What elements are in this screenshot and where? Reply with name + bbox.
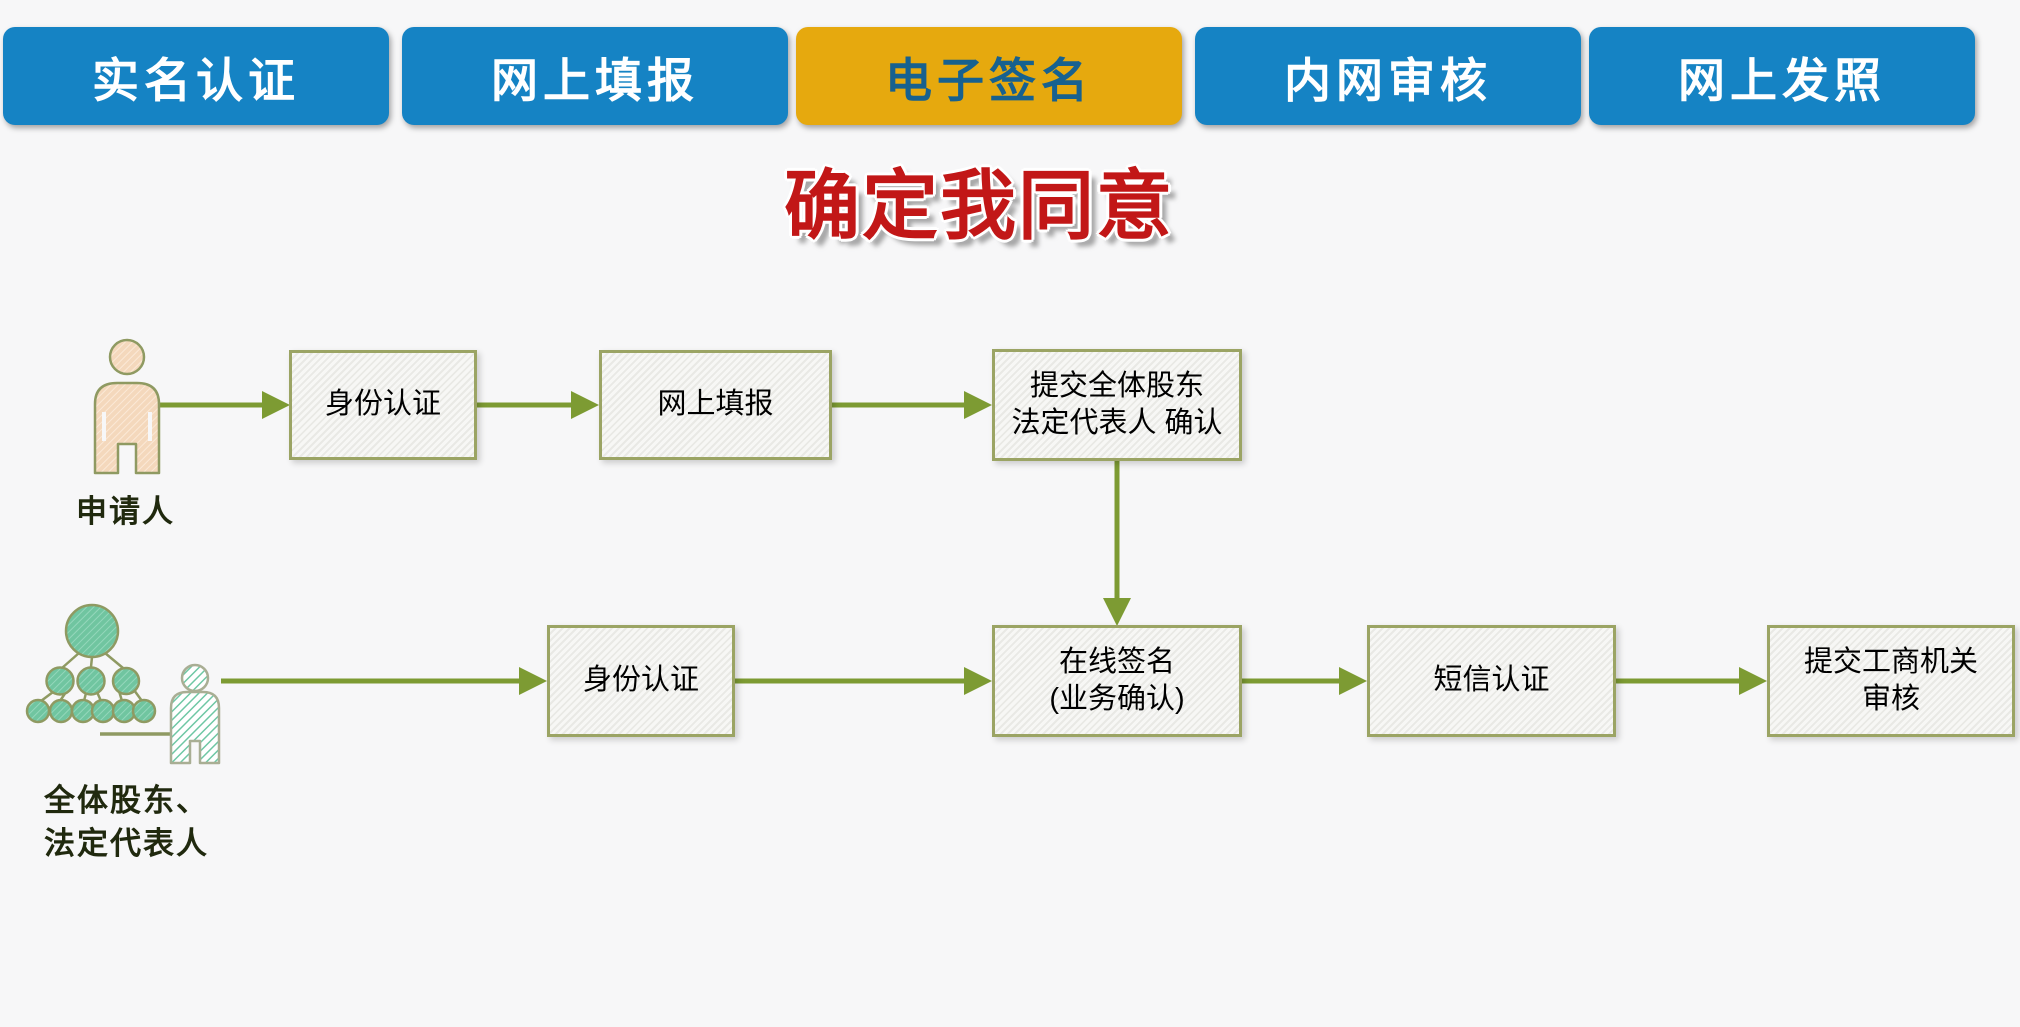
flow-step-online-filling: 网上填报	[599, 350, 832, 460]
flow-step-submit-confirmation: 提交全体股东 法定代表人 确认	[992, 349, 1242, 461]
shareholders-label: 全体股东、 法定代表人	[44, 783, 209, 861]
shareholders-org-tree-icon	[25, 603, 206, 736]
flow-step-identity-auth-applicant: 身份认证	[289, 350, 477, 460]
tab-e-signature[interactable]: 电子签名	[796, 27, 1182, 125]
arrow-identity-to-filling	[477, 391, 599, 419]
arrow-group-to-identity	[221, 667, 547, 695]
applicant-person-icon	[93, 338, 161, 475]
tab-license-issue[interactable]: 网上发照	[1589, 27, 1975, 125]
page-title: 确定我同意	[784, 164, 1174, 249]
arrow-identity-to-online-sign	[735, 667, 992, 695]
flow-step-identity-auth-shareholders: 身份认证	[547, 625, 735, 737]
flow-step-submit-review: 提交工商机关 审核	[1767, 625, 2015, 737]
arrow-online-sign-to-sms	[1242, 667, 1367, 695]
arrow-sms-to-review	[1616, 667, 1767, 695]
applicant-label: 申请人	[76, 494, 175, 529]
flow-step-online-signature: 在线签名 (业务确认)	[992, 625, 1242, 737]
arrow-submit-to-online-sign	[1103, 461, 1131, 626]
arrow-filling-to-submit	[832, 391, 992, 419]
tab-online-filling[interactable]: 网上填报	[402, 27, 788, 125]
tab-intranet-review[interactable]: 内网审核	[1195, 27, 1581, 125]
legal-rep-person-icon	[169, 663, 221, 765]
tab-real-name-auth[interactable]: 实名认证	[3, 27, 389, 125]
flow-step-sms-auth: 短信认证	[1367, 625, 1616, 737]
arrow-applicant-to-identity	[160, 391, 290, 419]
